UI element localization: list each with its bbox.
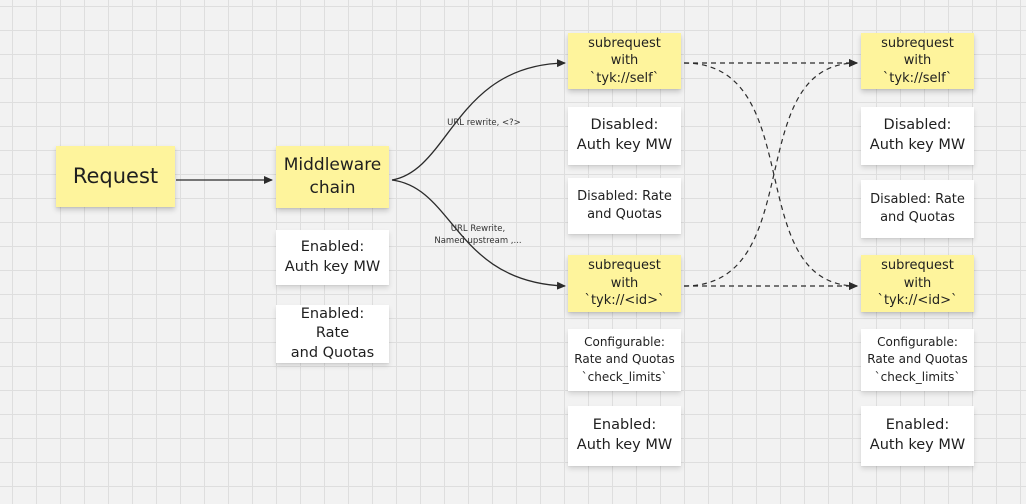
right-self-rate-disabled-note[interactable]: Disabled: Rate and Quotas bbox=[861, 180, 974, 238]
mid-subrequest-id-label: subrequest with `tyk://<id>` bbox=[584, 258, 665, 309]
right-self-rate-disabled-label: Disabled: Rate and Quotas bbox=[870, 192, 965, 225]
mid-self-auth-disabled-note[interactable]: Disabled: Auth key MW bbox=[568, 107, 681, 165]
edge-label-url-rewrite: URL rewrite, <?> bbox=[447, 118, 521, 128]
arrow-middleware-to-id bbox=[391, 179, 566, 290]
arrow-id-to-self bbox=[683, 59, 858, 287]
right-self-auth-disabled-label: Disabled: Auth key MW bbox=[869, 117, 966, 153]
mid-id-configurable-note[interactable]: Configurable: Rate and Quotas `check_lim… bbox=[568, 329, 681, 391]
edge-label-url-rewrite-named-line1: URL Rewrite, bbox=[451, 224, 505, 234]
request-note[interactable]: Request bbox=[56, 146, 175, 207]
right-id-auth-enabled-note[interactable]: Enabled: Auth key MW bbox=[861, 406, 974, 466]
mid-subrequest-self-label: subrequest with `tyk://self` bbox=[588, 35, 661, 86]
mid-id-auth-enabled-label: Enabled: Auth key MW bbox=[576, 417, 673, 453]
mid-subrequest-self-note[interactable]: subrequest with `tyk://self` bbox=[568, 33, 681, 89]
edge-label-url-rewrite-named-line2: Named upstream ,... bbox=[434, 236, 521, 246]
right-id-auth-enabled-label: Enabled: Auth key MW bbox=[869, 417, 966, 453]
arrow-middleware-to-self bbox=[391, 59, 566, 181]
middleware-rate-enabled-note[interactable]: Enabled: Rate and Quotas bbox=[276, 305, 389, 363]
middleware-rate-enabled-label: Enabled: Rate and Quotas bbox=[290, 305, 375, 361]
middleware-chain-note[interactable]: Middleware chain bbox=[276, 146, 389, 208]
mid-self-rate-disabled-label: Disabled: Rate and Quotas bbox=[577, 189, 672, 222]
right-subrequest-id-note[interactable]: subrequest with `tyk://<id>` bbox=[861, 255, 974, 312]
right-subrequest-self-note[interactable]: subrequest with `tyk://self` bbox=[861, 33, 974, 89]
right-subrequest-id-label: subrequest with `tyk://<id>` bbox=[877, 258, 958, 309]
mid-id-auth-enabled-note[interactable]: Enabled: Auth key MW bbox=[568, 406, 681, 466]
middleware-chain-label: Middleware chain bbox=[283, 155, 382, 198]
right-id-configurable-label: Configurable: Rate and Quotas `check_lim… bbox=[867, 334, 968, 384]
right-self-auth-disabled-note[interactable]: Disabled: Auth key MW bbox=[861, 107, 974, 165]
right-subrequest-self-label: subrequest with `tyk://self` bbox=[881, 35, 954, 86]
middleware-auth-enabled-note[interactable]: Enabled: Auth key MW bbox=[276, 230, 389, 285]
right-id-configurable-note[interactable]: Configurable: Rate and Quotas `check_lim… bbox=[861, 329, 974, 391]
request-label: Request bbox=[72, 164, 159, 189]
mid-subrequest-id-note[interactable]: subrequest with `tyk://<id>` bbox=[568, 255, 681, 312]
mid-self-rate-disabled-note[interactable]: Disabled: Rate and Quotas bbox=[568, 178, 681, 234]
mid-self-auth-disabled-label: Disabled: Auth key MW bbox=[576, 117, 673, 153]
middleware-auth-enabled-label: Enabled: Auth key MW bbox=[284, 238, 381, 275]
arrow-self-to-id bbox=[683, 62, 858, 290]
mid-id-configurable-label: Configurable: Rate and Quotas `check_lim… bbox=[574, 334, 675, 384]
